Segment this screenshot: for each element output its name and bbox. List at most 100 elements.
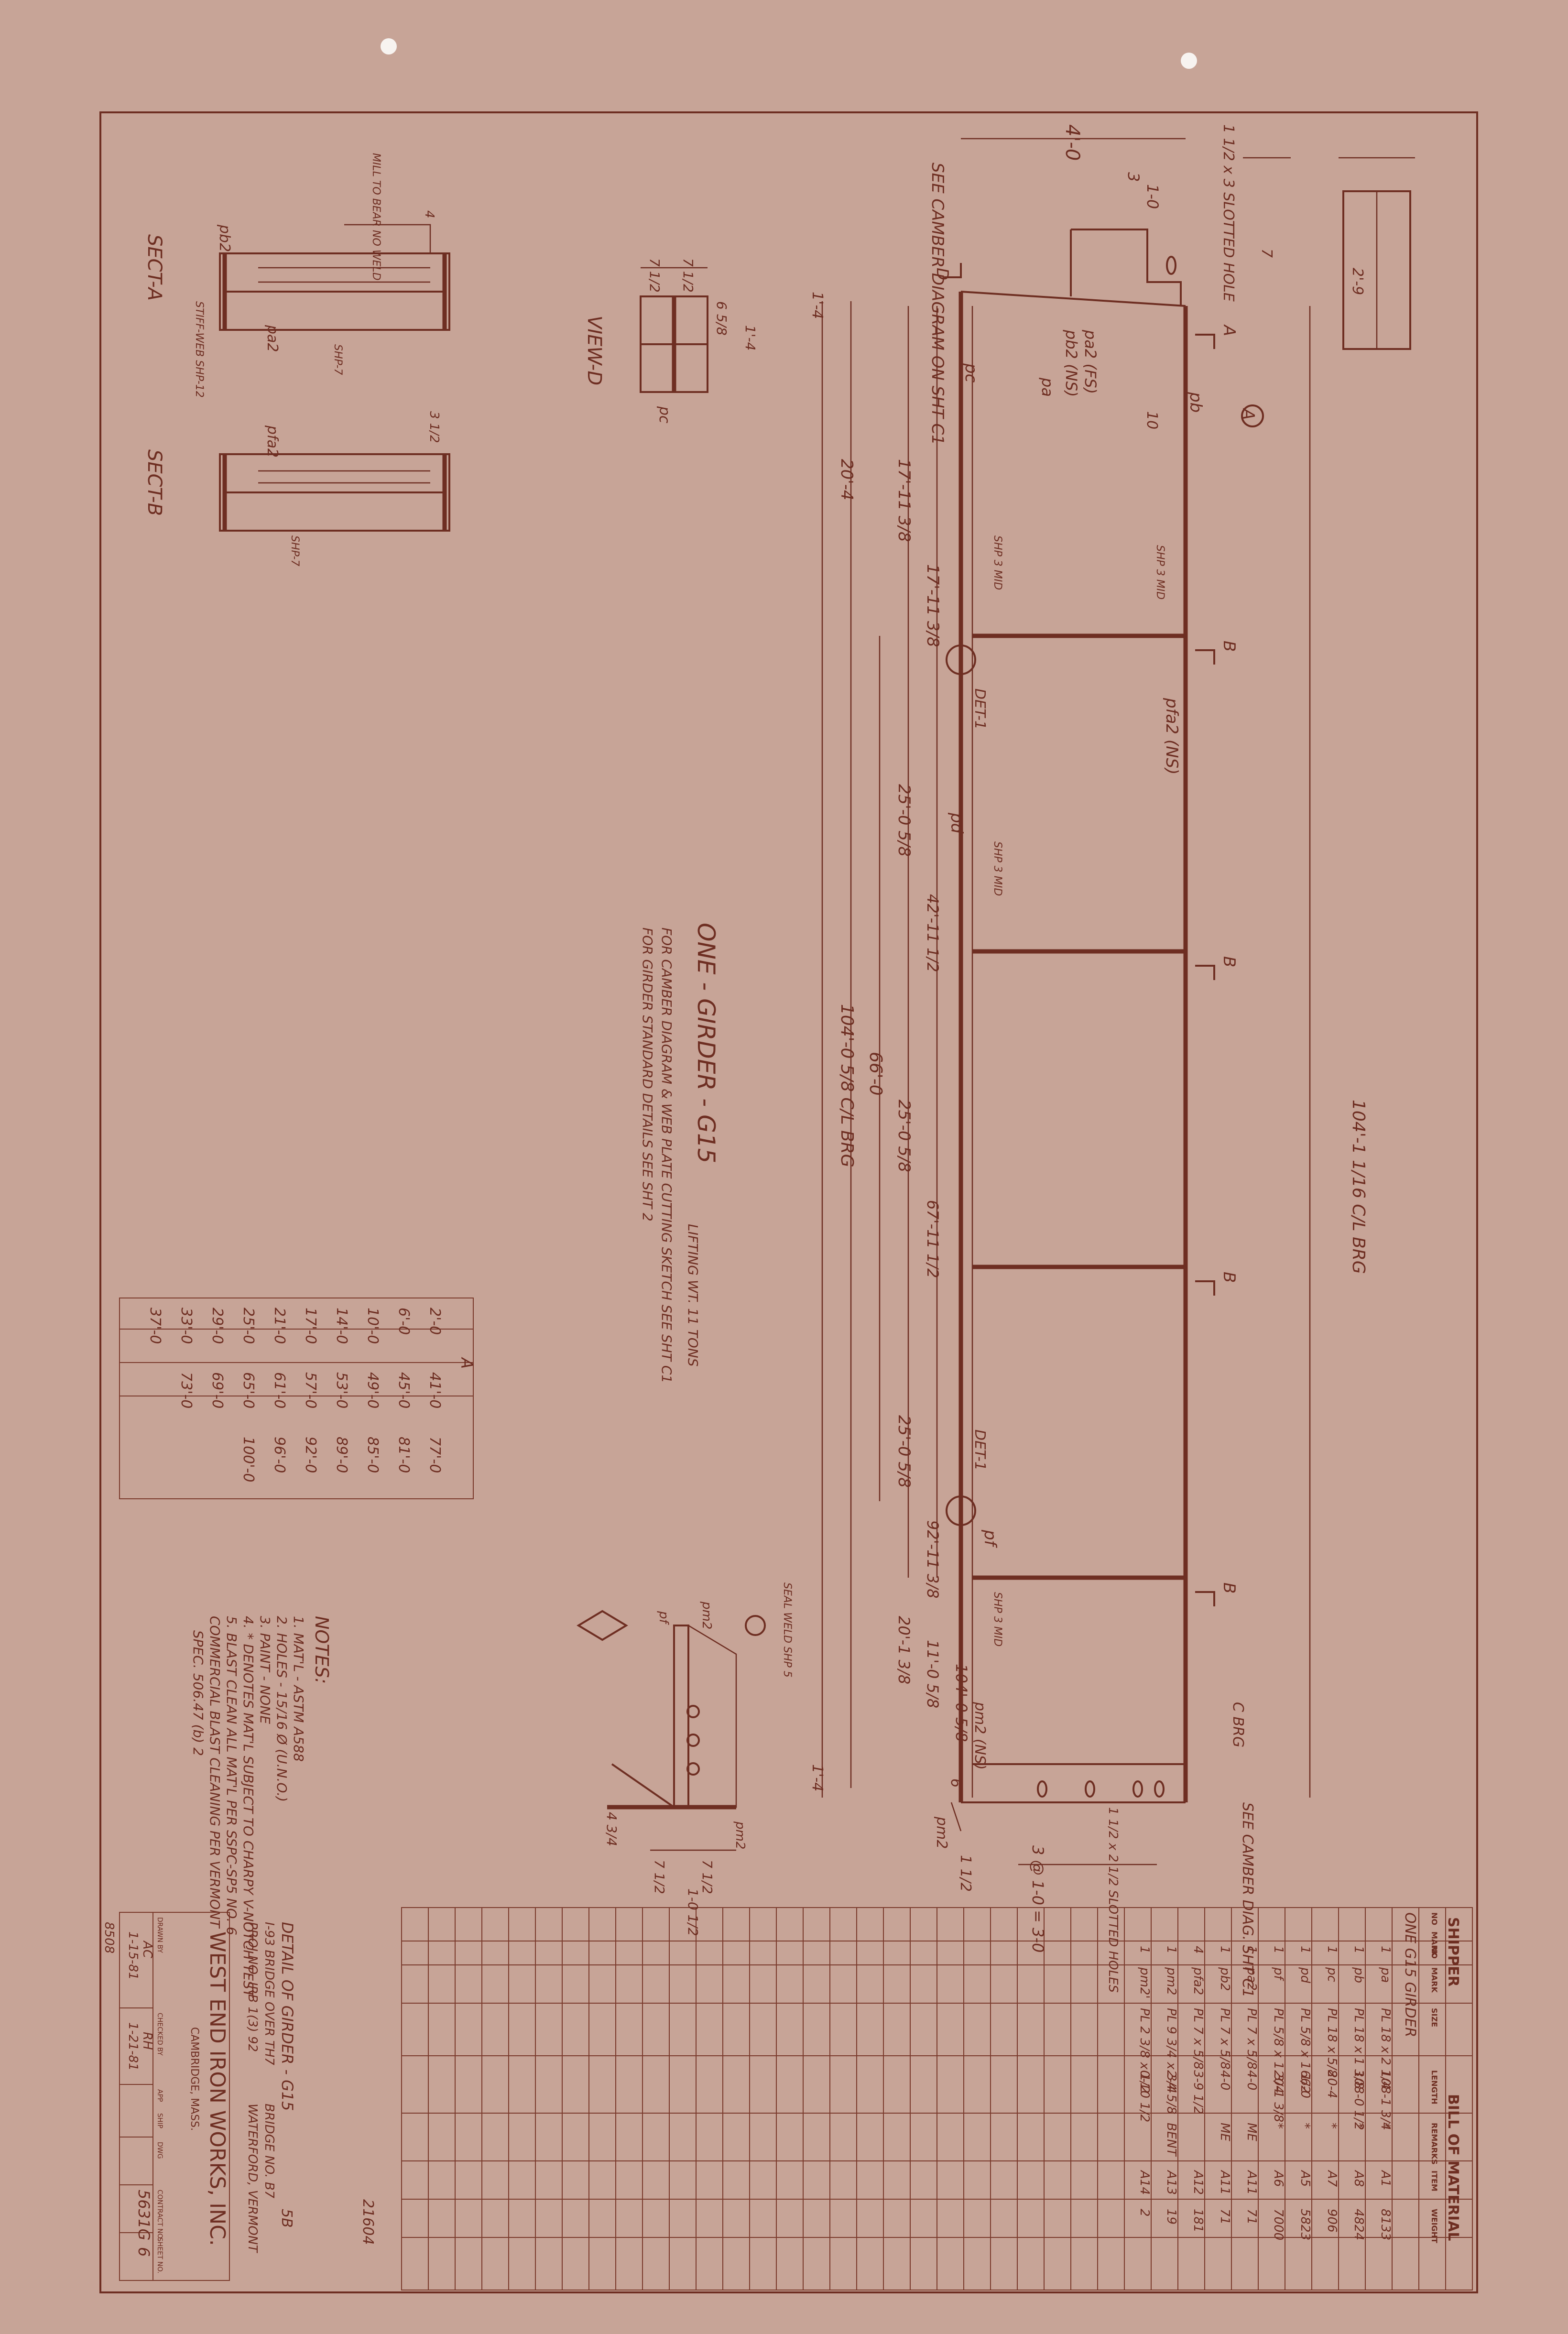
bill-row-cell: A13: [1164, 2170, 1178, 2195]
dim-stiffener-4: 92'-11 3/8: [924, 1520, 942, 1598]
dim-2-9: 2'-9: [1349, 268, 1366, 295]
bill-row-cell: pb2: [1218, 1967, 1232, 1991]
bill-row-cell: 1: [1351, 1946, 1366, 1954]
bill-row-cell: 181: [1191, 2209, 1205, 2233]
bill-of-material-grid: [401, 1907, 1473, 2290]
dim-stiffener-1: 17'-11 3/8: [894, 459, 914, 542]
bill-column-header: MARK: [1430, 1967, 1439, 1993]
bill-column-header: WEIGHT: [1430, 2209, 1439, 2243]
bill-row-cell: A14: [1137, 2170, 1152, 2195]
weld-note-1: SHP 3 MID: [991, 535, 1003, 590]
end-slotted-holes-note: 1 1/2 x 2 1/2 SLOTTED HOLES: [1106, 1807, 1120, 1993]
bill-row-cell: 19: [1164, 2209, 1178, 2225]
bill-row-cell: *: [1271, 2123, 1285, 2129]
bill-row-cell: A12: [1191, 2170, 1205, 2195]
bill-row-cell: 1: [1244, 1946, 1259, 1954]
ship-label: SHIP: [156, 2113, 163, 2128]
end-detail-dim-7half-2: 7 1/2: [699, 1860, 715, 1894]
mark-pb2: pb2 (NS): [1062, 329, 1080, 397]
bill-row-cell: 8133: [1378, 2209, 1393, 2240]
section-b-title: SECT-B: [143, 449, 165, 516]
dim-panel-2: 25'-0 5/8: [894, 1100, 914, 1172]
detail-title: DETAIL OF GIRDER - G15: [278, 1922, 296, 2111]
dim-span-total: 104'-0 5/8 C/L BRG: [837, 1004, 857, 1167]
camber-table-cell: 96'-0: [271, 1437, 288, 1473]
bill-row-cell: 66-0: [1298, 2070, 1312, 2098]
bill-column-header: NO: [1430, 1912, 1439, 1925]
bill-title: BILL OF MATERIAL: [1445, 2094, 1461, 2241]
end-detail-pm2: pm2: [699, 1601, 714, 1629]
bill-row-cell: *: [1351, 2123, 1366, 2129]
section-a-mark-bot: pa2: [264, 325, 281, 352]
drawn-label: DRAWN BY: [156, 1917, 163, 1953]
corner-id: 21604: [359, 2199, 376, 2245]
dim-panel-1: 25'-0 5/8: [894, 784, 914, 857]
bill-row-cell: 7000: [1271, 2209, 1285, 2240]
sheet-no: 6: [135, 2247, 153, 2257]
view-d-drawing: [640, 267, 708, 393]
bill-row-cell: PL 18 x 1 3/8: [1351, 2008, 1366, 2089]
camber-table-cell: 6'-0: [395, 1308, 412, 1335]
end-detail-dim-4-3-4: 4 3/4: [604, 1812, 620, 1846]
bill-row-cell: 3-9 1/2: [1191, 2070, 1205, 2115]
bill-row-cell: pa2: [1244, 1967, 1259, 1991]
bill-row-cell: A6: [1271, 2170, 1285, 2187]
checked-date: 1-21-81: [126, 2022, 140, 2071]
see-camber-bottom-note: SEE CAMBER DIAG. SHT C1: [1239, 1802, 1256, 1997]
bill-row-cell: PL 7 x 5/8: [1244, 2008, 1259, 2070]
note-4: 4. * DENOTES MAT'L SUBJECT TO CHARPY V-N…: [240, 1616, 256, 1998]
camber-table-cell: 21'-0: [271, 1308, 288, 1344]
bill-row-cell: A11: [1218, 2170, 1232, 2195]
camber-table-cell: 69'-0: [209, 1372, 226, 1408]
bill-column-header: SIZE: [1430, 2008, 1439, 2027]
dim-7: 7: [1258, 249, 1275, 258]
camber-table-cell: 49'-0: [364, 1372, 381, 1408]
bill-row-cell: 20-1 3/8: [1271, 2070, 1285, 2122]
camber-table-cell: 53'-0: [333, 1372, 350, 1408]
camber-table-grid: [119, 1298, 474, 1499]
camber-table-cell: 25'-0: [240, 1308, 257, 1344]
bolt-hole-4: [1154, 1780, 1165, 1798]
bill-row-cell: 2: [1137, 2209, 1152, 2217]
project-no: PROJ NO. IRB 1(3) 92: [245, 1922, 260, 2052]
lifting-weight: LIFTING WT. 11 TONS: [685, 1224, 701, 1367]
bill-row-cell: ME: [1218, 2123, 1232, 2141]
camber-table-cell: 100'-0: [240, 1437, 257, 1482]
mark-pm2: pm2: [933, 1816, 950, 1849]
bill-row-cell: 4-0: [1218, 2070, 1232, 2090]
bolt-hole-2: [1085, 1780, 1095, 1798]
see-camber-top-note: SEE CAMBER DIAGRAM ON SHT C1: [928, 163, 947, 445]
camber-table-cell: 92'-0: [302, 1437, 319, 1473]
section-a-dim: 4: [422, 210, 436, 218]
note-1: 1. MAT'L - ASTM A588: [291, 1616, 306, 1762]
end-detail-dim-1-06: 1-0 1/2: [685, 1888, 701, 1936]
dim-top-1: 3: [1124, 172, 1143, 182]
dim-20-4: 20'-4: [837, 459, 856, 501]
bill-row-cell: *: [1298, 2123, 1312, 2129]
camber-table-cell: 37'-0: [147, 1308, 163, 1344]
end-detail-dim-7half-1: 7 1/2: [652, 1860, 667, 1894]
bill-row-cell: PL 18 x 2 1/4: [1378, 2008, 1393, 2089]
section-a-mark-top: pb2: [216, 224, 233, 252]
section-a-title: SECT-A: [143, 234, 165, 301]
bill-row-cell: pd: [1298, 1967, 1312, 1984]
sheet-label: SHEET NO.: [156, 2237, 163, 2273]
mark-pd: pd: [947, 812, 966, 834]
mark-pf: pf: [980, 1529, 1000, 1549]
bill-row-cell: A7: [1325, 2170, 1339, 2187]
drawn-date: 1-15-81: [126, 1931, 140, 1980]
town: WATERFORD, VERMONT: [245, 2104, 260, 2253]
camber-table-cell: 33'-0: [178, 1308, 195, 1344]
det-1-label-bottom: DET-1: [971, 1429, 988, 1471]
section-a-note: MILL TO BEAR NO WELD: [370, 153, 382, 281]
dim-top-width: 4'-0: [1061, 124, 1083, 161]
bill-row-cell: 108-1 3/4: [1378, 2070, 1393, 2130]
camber-table-cell: 14'-0: [333, 1308, 350, 1344]
camber-table-cell: 10'-0: [364, 1308, 381, 1344]
bill-column-header: MARK: [1430, 1931, 1439, 1957]
view-d-dim-3: 6 5/8: [714, 301, 730, 336]
bill-row-cell: pb: [1351, 1967, 1366, 1983]
section-b-mark-3: B: [1220, 1272, 1239, 1283]
view-d-title: VIEW-D: [583, 316, 605, 385]
